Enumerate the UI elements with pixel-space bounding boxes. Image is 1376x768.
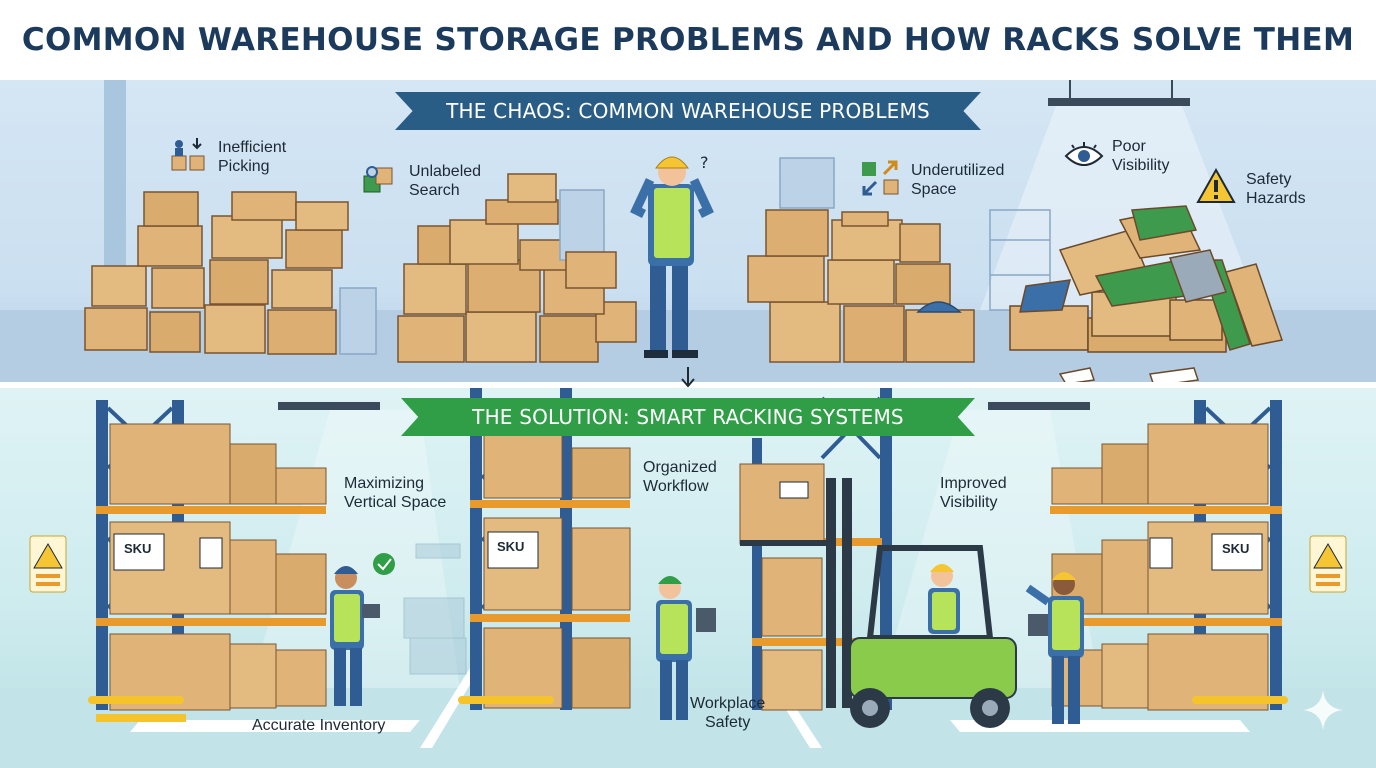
solution-accurate-inventory: Accurate Inventory xyxy=(252,717,386,734)
solutions-scene xyxy=(0,388,1376,768)
rack-center-left xyxy=(458,388,631,710)
eye-icon xyxy=(1064,142,1104,166)
worker-pointing-right xyxy=(1025,572,1084,724)
arrow-down-icon xyxy=(681,367,695,388)
warning-sign-right xyxy=(1309,535,1347,593)
problems-banner: THE CHAOS: COMMON WAREHOUSE PROBLEMS xyxy=(395,92,981,130)
problems-panel: ? THE CHAOS: COMMON WAREHOUSE PROBLEMS I… xyxy=(0,80,1376,382)
problem-inefficient-picking: Inefficient Picking xyxy=(218,139,287,175)
person-desk-icon xyxy=(171,138,205,171)
box-pile-center-left xyxy=(397,173,637,363)
page-title: COMMON WAREHOUSE STORAGE PROBLEMS AND HO… xyxy=(21,22,1355,58)
sku-label-left: SKU xyxy=(124,541,152,556)
solution-workplace-safety: Workplace Safety xyxy=(690,695,766,731)
forklift xyxy=(739,463,1017,728)
stressed-worker: ? xyxy=(630,153,714,358)
problem-underutilized-space: Underutilized Space xyxy=(911,162,1005,198)
svg-text:?: ? xyxy=(700,153,709,172)
resize-arrows-icon xyxy=(862,160,899,196)
box-pile-left xyxy=(84,191,377,355)
lane-line xyxy=(130,720,420,732)
problem-poor-visibility: Poor Visibility xyxy=(1112,138,1170,174)
sparkle-icon xyxy=(1303,690,1343,730)
rack-left xyxy=(88,400,327,722)
worker-tablet-left xyxy=(330,553,395,706)
ceiling-light xyxy=(1048,98,1190,106)
worker-tablet-center xyxy=(656,576,716,720)
solution-improved-visibility: Improved Visibility xyxy=(940,475,1007,511)
solutions-panel: THE SOLUTION: SMART RACKING SYSTEMS SKU … xyxy=(0,388,1376,768)
solution-maximizing-vertical-space: Maximizing Vertical Space xyxy=(344,475,447,511)
lane-line xyxy=(950,720,1250,732)
title-bar: COMMON WAREHOUSE STORAGE PROBLEMS AND HO… xyxy=(0,0,1376,80)
warning-sign-left xyxy=(29,535,67,593)
box-pile-center-right xyxy=(747,157,975,363)
pillar xyxy=(104,80,126,290)
problem-unlabeled-search: Unlabeled Search xyxy=(409,163,482,199)
problem-safety-hazards: Safety Hazards xyxy=(1246,171,1306,207)
boxes-search-icon xyxy=(363,166,393,193)
collapsed-pile-right xyxy=(989,205,1283,382)
floor xyxy=(0,688,1376,768)
background-boxes xyxy=(403,543,467,675)
sku-label-center: SKU xyxy=(497,539,525,554)
problems-scene: ? xyxy=(84,80,1283,382)
sku-label-right: SKU xyxy=(1222,541,1250,556)
warning-icon xyxy=(1196,167,1236,203)
rack-right xyxy=(1050,400,1288,711)
lane-line xyxy=(420,668,480,748)
solutions-banner: THE SOLUTION: SMART RACKING SYSTEMS xyxy=(401,398,975,436)
solution-organized-workflow: Organized Workflow xyxy=(643,459,717,495)
